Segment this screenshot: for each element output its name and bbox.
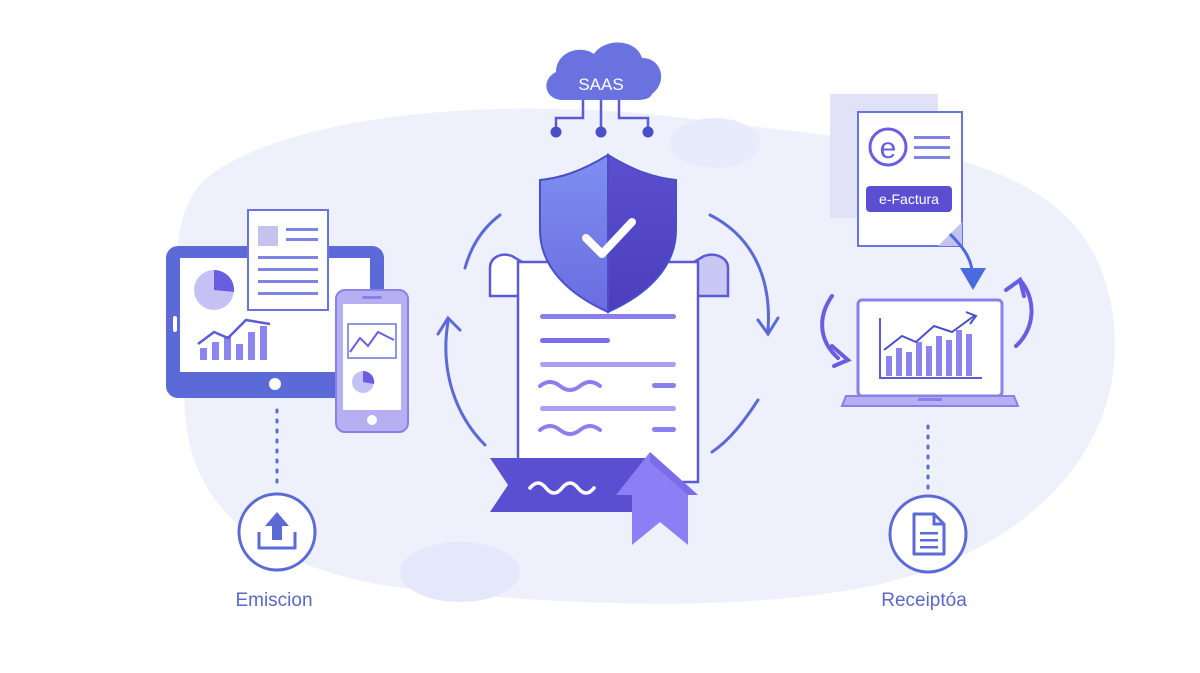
e-factura-badge-label: e-Factura <box>879 191 939 207</box>
cycle-arrows <box>436 213 780 454</box>
e-logo-icon <box>868 127 908 167</box>
arrow-down-icon <box>948 232 986 290</box>
check-icon <box>582 218 636 258</box>
seal-bookmark-icon <box>616 452 698 545</box>
signature-ribbon <box>490 452 698 545</box>
signature-icon <box>528 481 596 495</box>
pie-chart-icon <box>194 269 235 310</box>
arrow-left <box>444 320 487 447</box>
document-line <box>540 362 676 367</box>
svg-text:e: e <box>880 132 897 165</box>
bar-chart-icon <box>200 326 267 360</box>
reception-step <box>888 494 968 574</box>
background-blob-small <box>670 118 760 168</box>
central-document <box>488 253 730 484</box>
laptop-device <box>840 298 1020 407</box>
reception-label: Receiptóa <box>881 590 967 611</box>
trend-line-icon <box>197 318 271 345</box>
report-document <box>247 209 329 311</box>
bar-chart-icon <box>879 311 982 379</box>
arrow-bottom-right <box>710 398 760 454</box>
document-line <box>540 314 676 319</box>
saas-cloud: SAAS <box>546 42 662 138</box>
document-scribble <box>538 424 602 436</box>
document-line <box>540 338 610 343</box>
e-factura-document: e e-Factura <box>830 94 963 247</box>
e-factura-badge <box>866 186 952 212</box>
upload-icon <box>257 512 297 550</box>
document-line <box>540 406 676 411</box>
arrow-top-left <box>463 213 502 270</box>
background-blob-bottom <box>400 542 520 602</box>
cloud-label: SAAS <box>578 75 623 94</box>
pie-chart-icon <box>352 370 375 393</box>
line-chart-icon <box>347 323 397 359</box>
document-scribble <box>538 380 602 392</box>
document-icon <box>912 512 946 556</box>
emission-step <box>237 492 317 572</box>
trend-line-icon <box>883 315 975 351</box>
phone-device <box>335 289 409 433</box>
security-shield-icon <box>539 153 677 314</box>
emission-label: Emiscion <box>235 590 312 611</box>
sync-arrows-icon <box>820 276 1034 368</box>
arrow-right <box>708 213 770 332</box>
